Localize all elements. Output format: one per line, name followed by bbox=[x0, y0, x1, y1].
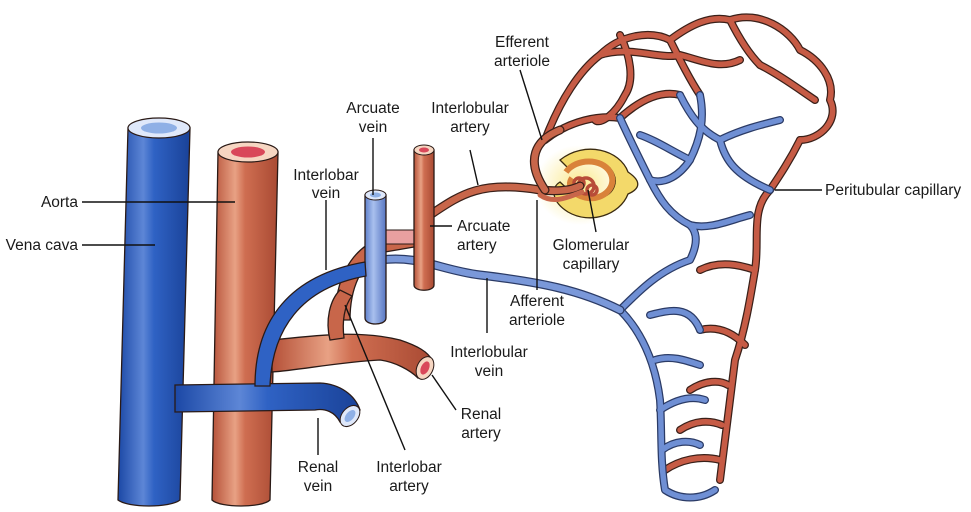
venous-capillary-segment-4 bbox=[617, 222, 699, 313]
arterial-capillary-segment-9 bbox=[697, 261, 758, 273]
venous-capillary-segment-3 bbox=[717, 137, 773, 193]
arterial-capillary-segment-1 bbox=[597, 48, 743, 68]
label-arcuate-artery-line1: Arcuate bbox=[457, 218, 510, 235]
label-renal-vein-line1: Renal bbox=[298, 459, 339, 476]
aorta-vessel bbox=[211, 141, 279, 507]
arterial-capillary-segment-5 bbox=[727, 17, 763, 68]
leader-lines bbox=[82, 69, 822, 455]
label-arcuate-artery-line2: artery bbox=[457, 237, 497, 254]
label-interlobar-artery-line2: artery bbox=[389, 478, 429, 495]
label-afferent-arteriole-line1: Afferent bbox=[510, 293, 565, 310]
label-renal-vein-line2: vein bbox=[304, 478, 332, 495]
arcuate-vein-vessel bbox=[364, 189, 387, 325]
label-efferent-arteriole-line2: arteriole bbox=[494, 53, 550, 70]
venous-capillary-outline-segment-3 bbox=[716, 136, 774, 194]
venous-capillary-outline-segment-2 bbox=[646, 91, 706, 186]
renal-vein-vessel bbox=[174, 261, 367, 428]
arterial-capillary-segment-4 bbox=[667, 37, 703, 98]
venous-capillary-segment-5 bbox=[617, 307, 718, 501]
label-arcuate-vein-line2: vein bbox=[359, 119, 387, 136]
afferent-arteriole-vessel bbox=[537, 189, 585, 202]
arterial-capillary-segment-13 bbox=[662, 455, 723, 473]
interlobar-vein-vessel bbox=[254, 261, 367, 387]
label-renal-artery-line2: artery bbox=[461, 425, 501, 442]
interlobular-artery-stub bbox=[413, 144, 435, 291]
label-interlobular-artery-line1: Interlobular bbox=[431, 100, 509, 117]
label-aorta: Aorta bbox=[41, 194, 78, 211]
label-interlobular-artery-line2: artery bbox=[450, 119, 490, 136]
vena-cava-vessel bbox=[117, 117, 191, 507]
venous-capillary-segment-1 bbox=[677, 92, 783, 143]
arterial-capillary-segment-6 bbox=[757, 62, 818, 103]
renal-artery-vessel bbox=[271, 289, 435, 380]
venous-capillary-segment-2 bbox=[647, 92, 705, 184]
glomerulus bbox=[535, 145, 639, 225]
labels: Aorta Vena cava Interlobar vein Arcuate … bbox=[6, 34, 962, 495]
venous-capillary-segment-7 bbox=[652, 355, 703, 368]
arterial-capillary-segment-8 bbox=[717, 187, 773, 483]
label-afferent-arteriole-line2: arteriole bbox=[509, 312, 565, 329]
venous-capillary-segment-11 bbox=[637, 132, 693, 163]
arterial-capillary-segment-11 bbox=[687, 378, 731, 393]
peritubular-capillary-network bbox=[541, 13, 837, 502]
label-glomerular-capillary-line1: Glomerular bbox=[553, 237, 630, 254]
label-vena-cava: Vena cava bbox=[6, 237, 79, 254]
label-arcuate-vein-line1: Arcuate bbox=[346, 100, 399, 117]
arterial-capillary-segment-2 bbox=[592, 32, 634, 124]
interlobar-artery-vessel bbox=[327, 289, 354, 341]
venous-capillary-segment-9 bbox=[659, 438, 703, 453]
interlobular-artery-vessel bbox=[426, 182, 584, 219]
label-interlobar-vein-line2: vein bbox=[312, 185, 340, 202]
arterial-capillary-segment-12 bbox=[677, 418, 725, 433]
venous-capillary-segment-8 bbox=[657, 395, 708, 413]
label-peritubular-capillary: Peritubular capillary bbox=[825, 182, 961, 199]
arterioles bbox=[425, 125, 585, 220]
label-glomerular-capillary-line2: capillary bbox=[563, 256, 620, 273]
label-efferent-arteriole-line1: Efferent bbox=[495, 34, 550, 51]
venous-capillary-segment-6 bbox=[647, 308, 703, 333]
venous-capillary-segment-10 bbox=[687, 212, 753, 229]
arterial-capillary-segment-10 bbox=[697, 326, 748, 348]
label-interlobar-vein-line1: Interlobar bbox=[293, 167, 358, 184]
efferent-arteriole-vessel bbox=[531, 126, 564, 194]
arterial-capillary-segment-7 bbox=[767, 137, 803, 193]
label-renal-artery-line1: Renal bbox=[461, 406, 502, 423]
label-interlobular-vein-line2: vein bbox=[475, 363, 503, 380]
label-interlobar-artery-line1: Interlobar bbox=[376, 459, 441, 476]
label-interlobular-vein-line1: Interlobular bbox=[450, 344, 528, 361]
